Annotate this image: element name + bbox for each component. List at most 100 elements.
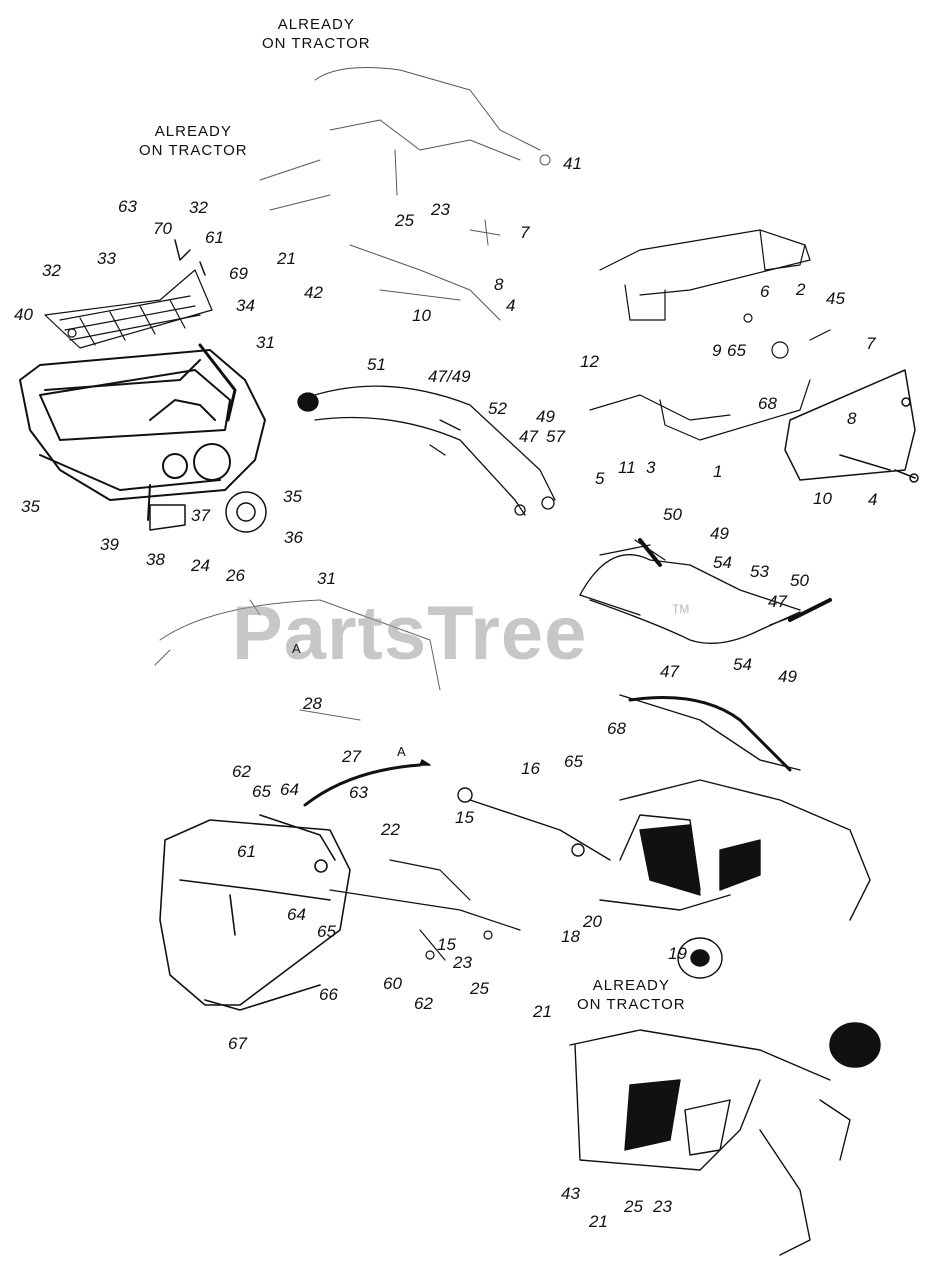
callout-41: 41	[563, 154, 582, 173]
callout-40: 40	[14, 305, 33, 324]
callout-25: 25	[624, 1197, 643, 1216]
callout-23: 23	[653, 1197, 672, 1216]
callout-45: 45	[826, 289, 845, 308]
tube-bracket	[579, 538, 832, 644]
linkage-rods	[329, 859, 521, 961]
callout-54: 54	[733, 655, 752, 674]
callout-53: 53	[750, 562, 769, 581]
callout-27: 27	[342, 747, 361, 766]
callout-21: 21	[277, 249, 296, 268]
discharge-tube	[297, 385, 556, 516]
grass-bag-grille	[44, 269, 213, 349]
section-ref-a: A	[397, 744, 406, 759]
callout-12: 12	[580, 352, 599, 371]
callout-68: 68	[758, 394, 777, 413]
callout-31: 31	[256, 333, 275, 352]
callout-21: 21	[533, 1002, 552, 1021]
callout-70: 70	[153, 219, 172, 238]
partstree-watermark: PartsTree	[232, 591, 588, 676]
callout-36: 36	[284, 528, 303, 547]
callout-35: 35	[21, 497, 40, 516]
callout-8: 8	[494, 275, 504, 294]
callout-11: 11	[618, 458, 636, 477]
callout-10: 10	[412, 306, 431, 325]
tractor-front-lower	[569, 937, 881, 1256]
callout-24: 24	[191, 556, 210, 575]
callout-49: 49	[778, 667, 797, 686]
callout-7: 7	[866, 334, 876, 353]
callout-19: 19	[668, 944, 687, 963]
callout-50: 50	[790, 571, 809, 590]
callout-32: 32	[189, 198, 208, 217]
callout-32: 32	[42, 261, 61, 280]
callout-37: 37	[191, 506, 210, 525]
callout-22: 22	[381, 820, 400, 839]
adapter-bracket	[589, 229, 831, 441]
callout-23: 23	[453, 953, 472, 972]
callout-60: 60	[383, 974, 402, 993]
callout-54: 54	[713, 553, 732, 572]
callout-3: 3	[646, 458, 656, 477]
callout-47: 47	[519, 427, 538, 446]
callout-31: 31	[317, 569, 336, 588]
callout-52: 52	[488, 399, 507, 418]
callout-64: 64	[280, 780, 299, 799]
callout-62: 62	[414, 994, 433, 1013]
callout-51: 51	[367, 355, 386, 374]
callout-15: 15	[455, 808, 474, 827]
callout-65: 65	[252, 782, 271, 801]
callout-57: 57	[546, 427, 565, 446]
callout-62: 62	[232, 762, 251, 781]
callout-4: 4	[506, 296, 516, 315]
callout-64: 64	[287, 905, 306, 924]
middle-tube	[154, 599, 441, 721]
callout-65: 65	[727, 341, 746, 360]
arrow-a	[303, 759, 431, 807]
callout-20: 20	[583, 912, 602, 931]
callout-26: 26	[226, 566, 245, 585]
callout-16: 16	[521, 759, 540, 778]
callout-43: 43	[561, 1184, 580, 1203]
callout-5: 5	[595, 469, 605, 488]
callout-49: 49	[536, 407, 555, 426]
note-already-on-tractor-bottom: ALREADY ON TRACTOR	[577, 977, 686, 1013]
callout-7: 7	[520, 223, 530, 242]
callout-1: 1	[713, 462, 723, 481]
mower-deck	[159, 814, 351, 1011]
callout-33: 33	[97, 249, 116, 268]
callout-38: 38	[146, 550, 165, 569]
callout-68: 68	[607, 719, 626, 738]
callout-2: 2	[796, 280, 806, 299]
callout-42: 42	[304, 283, 323, 302]
callout-67: 67	[228, 1034, 247, 1053]
callout-18: 18	[561, 927, 580, 946]
callout-47: 47	[660, 662, 679, 681]
note-already-on-tractor-top: ALREADY ON TRACTOR	[262, 16, 371, 52]
callout-28: 28	[303, 694, 322, 713]
callout-47: 47	[768, 592, 787, 611]
callout-10: 10	[813, 489, 832, 508]
deflector-plate	[784, 369, 919, 483]
callout-65: 65	[564, 752, 583, 771]
callout-25: 25	[470, 979, 489, 998]
callout-47-49: 47/49	[428, 367, 471, 386]
callout-15: 15	[437, 935, 456, 954]
callout-61: 61	[237, 842, 256, 861]
callout-63: 63	[118, 197, 137, 216]
trademark-mark: TM	[672, 602, 690, 616]
callout-23: 23	[431, 200, 450, 219]
upper-hitch-bracket	[259, 67, 551, 321]
callout-49: 49	[710, 524, 729, 543]
callout-6: 6	[760, 282, 770, 301]
callout-61: 61	[205, 228, 224, 247]
callout-66: 66	[319, 985, 338, 1004]
tractor-front-upper	[457, 694, 871, 921]
callout-21: 21	[589, 1212, 608, 1231]
callout-39: 39	[100, 535, 119, 554]
callout-50: 50	[663, 505, 682, 524]
callout-34: 34	[236, 296, 255, 315]
callout-4: 4	[868, 490, 878, 509]
callout-25: 25	[395, 211, 414, 230]
